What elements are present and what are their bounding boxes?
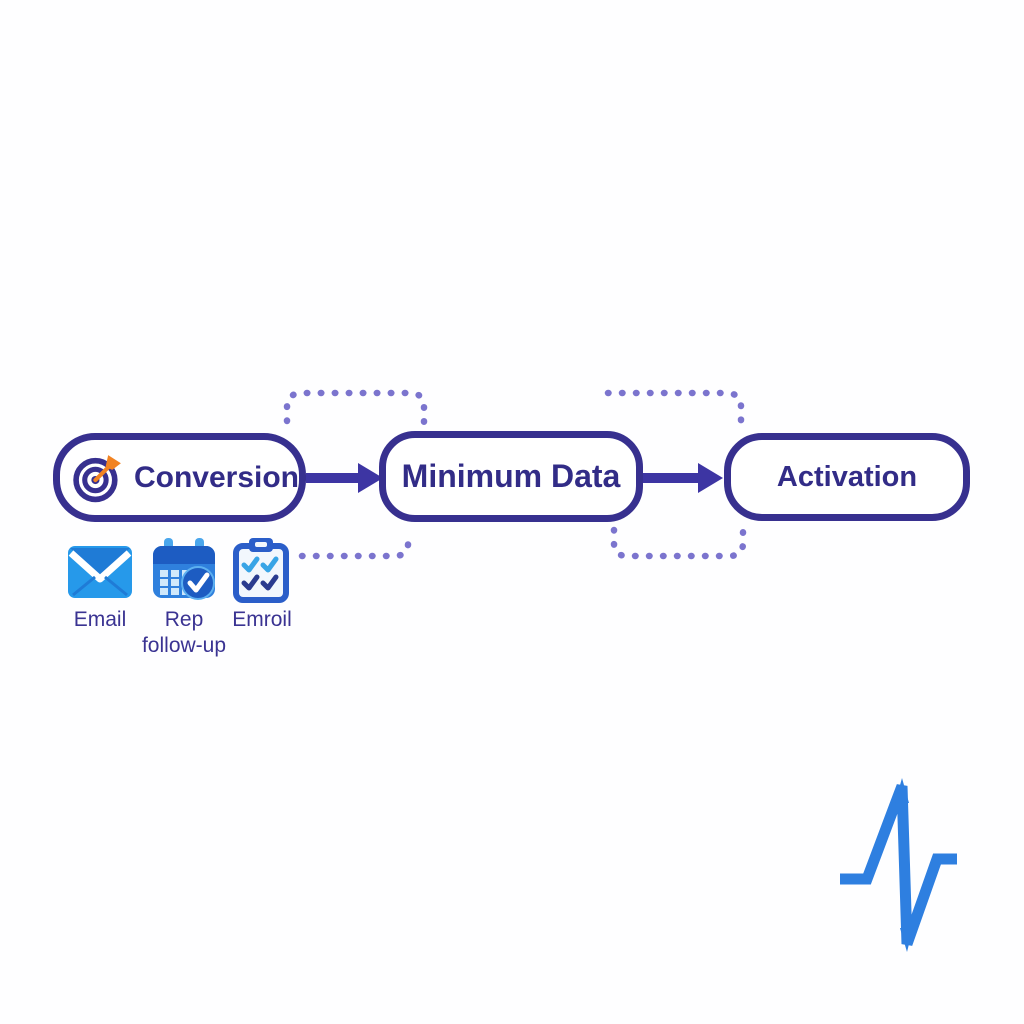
- dotted-connector-top-left: [283, 389, 428, 428]
- dotted-connector-bottom-right: [610, 524, 747, 560]
- flow-arrow-1: [306, 463, 383, 493]
- email-label: Email: [73, 608, 127, 631]
- email-icon: [68, 546, 132, 603]
- target-icon: [73, 454, 121, 502]
- step-minimum-data: Minimum Data: [379, 431, 643, 522]
- step-label: Conversion: [133, 460, 299, 494]
- flow-arrow-2: [643, 463, 723, 493]
- calendar-check-icon: [151, 538, 217, 607]
- dotted-connector-top-right: [604, 389, 745, 427]
- step-activation: Activation: [724, 433, 970, 521]
- pulse-logo: [840, 778, 957, 952]
- step-conversion: Conversion: [53, 433, 306, 522]
- emroil-label: Emroil: [232, 608, 292, 631]
- dotted-connector-bottom-left: [298, 528, 412, 560]
- step-label: Activation: [776, 460, 918, 493]
- clipboard-checklist-icon: [231, 536, 291, 609]
- rep-follow-up-label: Rep follow-up: [141, 608, 227, 657]
- step-label: Minimum Data: [401, 458, 621, 494]
